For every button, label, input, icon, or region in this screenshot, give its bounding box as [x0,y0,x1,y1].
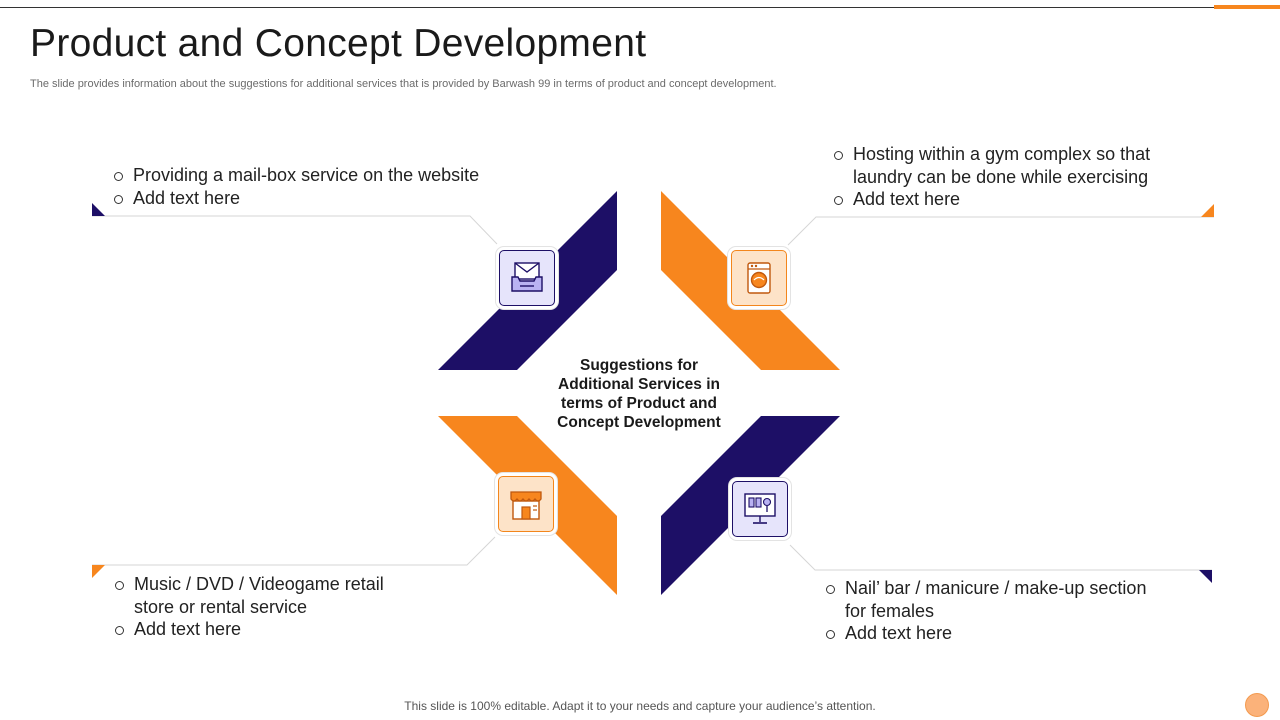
corner-triangle-top-right [1201,204,1214,217]
corner-triangle-top-left [92,203,105,216]
bullet-list-top-right: Hosting within a gym complex so that lau… [834,143,1174,211]
bullet-item: Add text here [115,618,415,641]
bullet-item: Providing a mail-box service on the webs… [114,164,514,187]
bullet-item: Add text here [826,622,1171,645]
bullet-list-top-left: Providing a mail-box service on the webs… [114,164,514,209]
bullet-list-bottom-left: Music / DVD / Videogame retail store or … [115,573,415,641]
bullet-item: Hosting within a gym complex so that lau… [834,143,1174,188]
footer-note: This slide is 100% editable. Adapt it to… [404,699,876,713]
connector-top-right [787,216,1214,246]
mailbox-icon [499,250,555,306]
corner-triangle-bottom-right [1199,570,1212,583]
connector-bottom-right [789,544,1212,571]
top-rule [0,7,1280,8]
bullet-item: Music / DVD / Videogame retail store or … [115,573,415,618]
slide-subtitle: The slide provides information about the… [30,78,777,90]
bullet-item: Add text here [834,188,1174,211]
bullet-list-bottom-right: Nail’ bar / manicure / make-up section f… [826,577,1171,645]
slide-corner-dot [1245,693,1269,717]
top-accent-bar [1214,5,1280,9]
center-label: Suggestions for Additional Services in t… [557,357,721,431]
bullet-item: Nail’ bar / manicure / make-up section f… [826,577,1171,622]
slide-title: Product and Concept Development [30,22,647,65]
connector-bottom-left [92,536,496,566]
connector-top-left [92,215,498,245]
bullet-item: Add text here [114,187,514,210]
corner-triangle-bottom-left [92,565,105,578]
washing-machine-icon [731,250,787,306]
vanity-mirror-icon [732,481,788,537]
store-icon [498,476,554,532]
